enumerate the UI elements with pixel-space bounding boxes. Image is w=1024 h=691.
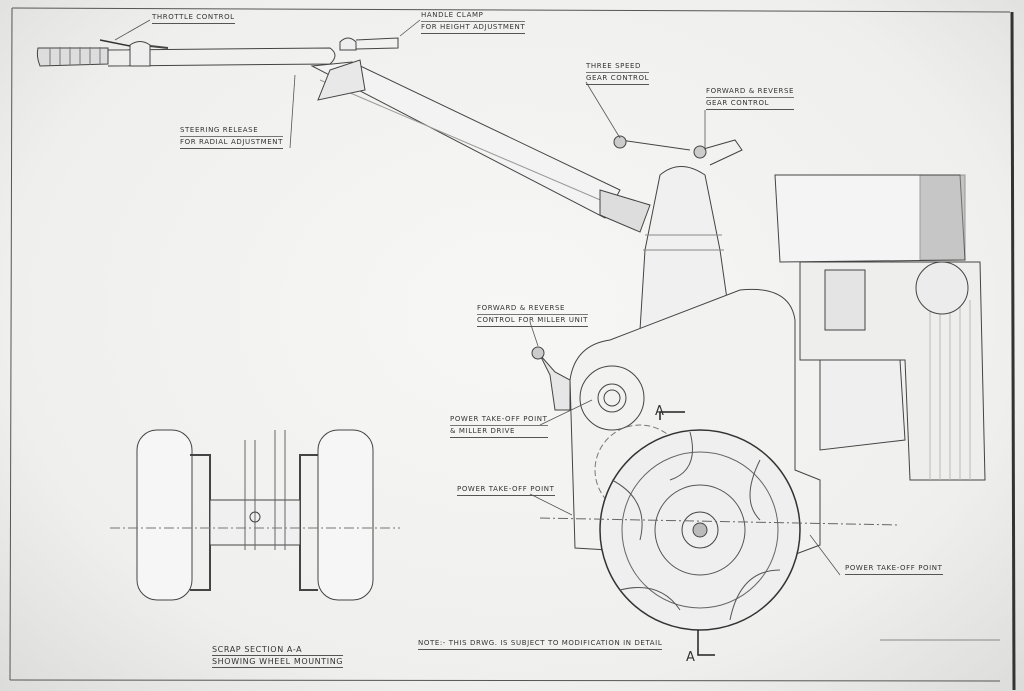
label-handle-clamp: Handle clampFor height adjustment	[421, 10, 526, 34]
handle-grip	[36, 47, 109, 67]
leader-lines	[114, 19, 841, 576]
section-arrow-top	[659, 411, 685, 420]
column-collar	[599, 189, 651, 233]
border-left	[9, 7, 13, 681]
label-throttle-control: Throttle control	[152, 12, 235, 24]
label-text: Showing wheel mounting	[212, 657, 344, 668]
label-pto-left: Power take-off point	[457, 484, 555, 496]
border-bottom	[9, 679, 1001, 682]
border-right	[1010, 11, 1016, 691]
label-text: Control for miller unit	[477, 314, 588, 324]
label-text: Power take-off point	[457, 485, 555, 493]
label-text: For radial adjustment	[180, 136, 284, 146]
label-fwd-rev-gear: Forward & reverseGear control	[706, 86, 795, 110]
label-text: Forward & reverse	[706, 87, 795, 95]
label-text: Throttle control	[152, 13, 235, 21]
label-three-speed: Three speedGear control	[586, 61, 650, 85]
label-text: For height adjustment	[421, 21, 526, 31]
label-text: Power take-off point	[845, 564, 943, 572]
label-pto-right: Power take-off point	[845, 563, 943, 575]
label-text: Gear control	[706, 97, 795, 109]
air-filter	[915, 261, 969, 315]
carburettor	[824, 269, 866, 331]
label-text: Forward & reverse	[477, 304, 566, 312]
three-speed-lever	[619, 139, 691, 151]
section-mark-bottom: A	[686, 650, 695, 665]
clamp-lever	[355, 37, 399, 50]
handle-clamp	[339, 37, 357, 51]
miller-control-lever	[539, 354, 571, 411]
throttle-lever	[129, 41, 151, 67]
label-steering-release: Steering releaseFor radial adjustment	[180, 125, 284, 149]
label-pto-miller: Power take-off point & miller drive	[450, 414, 548, 438]
drawing-note: Note:- This Drwg. is subject to modifica…	[418, 638, 663, 650]
drive-wheel	[599, 429, 801, 631]
label-text: Power take-off point	[450, 415, 548, 423]
section-mark-top: A	[655, 404, 664, 419]
scrap-section-drawing	[110, 429, 400, 601]
label-text: & miller drive	[450, 425, 548, 437]
note-text: Note:- This Drwg. is subject to modifica…	[418, 639, 663, 647]
label-text: Scrap section A-A	[212, 644, 344, 656]
steering-column	[310, 61, 621, 219]
label-text: Handle clamp	[421, 11, 484, 19]
pto-miller-housing	[579, 365, 645, 431]
wheel-centerline	[539, 517, 901, 526]
fwd-rev-gear-lever	[699, 139, 743, 166]
label-text: Three speed	[586, 62, 641, 70]
label-text: Steering release	[180, 126, 259, 134]
label-text: Gear control	[586, 72, 650, 82]
border-top	[11, 7, 1011, 13]
label-fwd-rev-miller: Forward & reverseControl for miller unit	[477, 303, 588, 327]
section-arrow-bottom	[697, 630, 715, 656]
scrap-section-title: Scrap section A-AShowing wheel mounting	[212, 644, 344, 668]
